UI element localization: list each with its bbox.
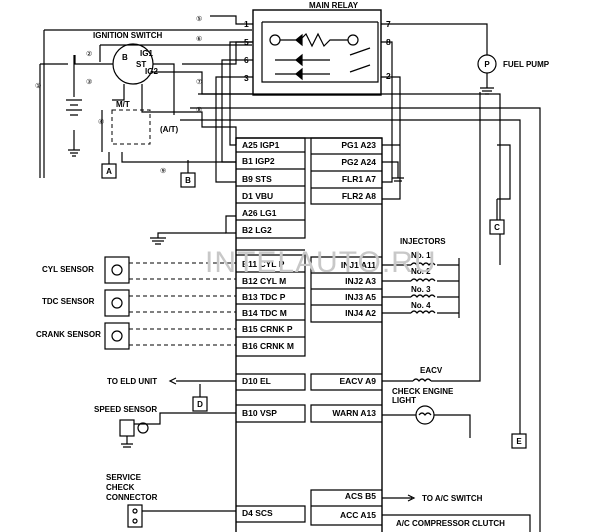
connector-refs: A B C D E <box>101 163 527 449</box>
pin-a25-igp1: A25 IGP1 <box>242 140 280 150</box>
fuel-pump-p: P <box>484 60 490 69</box>
connector-ref-a: A <box>106 167 112 176</box>
check-engine-label-1: CHECK ENGINE <box>392 387 454 396</box>
pin-b12-cyl-m: B12 CYL M <box>242 276 286 286</box>
pin-b2-lg2: B2 LG2 <box>242 225 272 235</box>
pin-inj4-a2: INJ4 A2 <box>345 308 376 318</box>
pin-inj2-a3: INJ2 A3 <box>345 276 376 286</box>
wire-number-4: ④ <box>98 118 104 126</box>
wire-number-8: ⑧ <box>196 106 202 114</box>
wire-number-3: ③ <box>86 78 92 86</box>
mt-at-switch-box <box>111 109 151 145</box>
fuel-pump: P FUEL PUMP <box>381 23 550 95</box>
eld-wiring <box>168 377 236 385</box>
pickup-sensors <box>104 256 130 350</box>
pin-pg1-a23: PG1 A23 <box>341 140 376 150</box>
switch-ig1: IG1 <box>140 49 153 58</box>
ignition-switch-label: IGNITION SWITCH <box>93 31 163 40</box>
connector-ref-d: D <box>197 400 203 409</box>
switch-st: ST <box>136 60 146 69</box>
pin-d1-vbu: D1 VBU <box>242 191 273 201</box>
pin-eacv-a9: EACV A9 <box>339 376 376 386</box>
wire-number-9: ⑨ <box>160 167 166 175</box>
relay-pin-2: 2 <box>386 71 391 81</box>
pin-b9-sts: B9 STS <box>242 174 272 184</box>
ecu-body <box>235 137 383 532</box>
check-engine-light <box>382 405 471 438</box>
connector-ref-c: C <box>494 223 500 232</box>
ac-clutch-label: A/C COMPRESSOR CLUTCH <box>396 519 505 528</box>
to-eld-label: TO ELD UNIT <box>107 377 157 386</box>
wire-numbers: ① ② ③ ④ ⑤ ⑥ ⑦ ⑧ ⑨ <box>35 15 202 175</box>
ecu-left-pin-boxes <box>236 137 306 523</box>
injector-no-1: No. 1 <box>411 251 431 260</box>
injector-no-2: No. 2 <box>411 267 431 276</box>
pin-b16-crnk-m: B16 CRNK M <box>242 341 294 351</box>
wire-number-6: ⑥ <box>196 35 202 43</box>
connector-ref-e: E <box>516 437 522 446</box>
check-engine-label-2: LIGHT <box>392 396 416 405</box>
pin-b1-igp2: B1 IGP2 <box>242 156 275 166</box>
pin-d4-scs: D4 SCS <box>242 508 273 518</box>
logic-ground <box>150 215 236 245</box>
connector-leads <box>108 144 511 397</box>
service-connector-label-3: CONNECTOR <box>106 493 158 502</box>
pin-b10-vsp: B10 VSP <box>242 408 277 418</box>
main-relay-internals <box>261 21 379 83</box>
to-ac-switch-label: TO A/C SWITCH <box>422 494 483 503</box>
ecu-right-pins: PG1 A23 PG2 A24 FLR1 A7 FLR2 A8 INJ1 A11… <box>332 140 376 520</box>
main-relay-label: MAIN RELAY <box>309 1 359 10</box>
pin-inj1-a11: INJ1 A11 <box>341 260 376 270</box>
speed-sensor <box>119 412 236 448</box>
relay-pin-3: 3 <box>244 73 249 83</box>
service-check-connector <box>127 504 236 528</box>
cyl-sensor-label: CYL SENSOR <box>42 265 94 274</box>
watermark: INTELAUTO.RU <box>205 246 436 279</box>
injector-no-3: No. 3 <box>411 285 431 294</box>
ecu-left-pins: A25 IGP1 B1 IGP2 B9 STS D1 VBU A26 LG1 B… <box>242 140 294 518</box>
pin-b13-tdc-p: B13 TDC P <box>242 292 286 302</box>
speed-sensor-label: SPEED SENSOR <box>94 405 157 414</box>
pin-b14-tdc-m: B14 TDC M <box>242 308 287 318</box>
service-connector-label-2: CHECK <box>106 483 135 492</box>
pin-b15-crnk-p: B15 CRNK P <box>242 324 293 334</box>
wire-number-7: ⑦ <box>196 78 202 86</box>
wire-number-5: ⑤ <box>196 15 202 23</box>
injectors-label: INJECTORS <box>400 237 446 246</box>
shielded-sensor-wires <box>129 262 236 346</box>
tdc-sensor-label: TDC SENSOR <box>42 297 95 306</box>
pin-warn-a13: WARN A13 <box>332 408 376 418</box>
eacv-wiring <box>382 92 481 382</box>
mt-label: M/T <box>116 100 130 109</box>
injector-no-4: No. 4 <box>411 301 431 310</box>
pin-d10-el: D10 EL <box>242 376 271 386</box>
wire-number-1: ① <box>35 82 41 90</box>
pin-inj3-a5: INJ3 A5 <box>345 292 376 302</box>
at-label: (A/T) <box>160 125 179 134</box>
service-connector-label-1: SERVICE <box>106 473 142 482</box>
relay-ecu-wiring <box>180 15 541 532</box>
ac-wiring <box>382 494 531 532</box>
switch-ig2: IG2 <box>145 67 158 76</box>
pin-acs-b5: ACS B5 <box>345 491 376 501</box>
crank-sensor-label: CRANK SENSOR <box>36 330 101 339</box>
main-relay-box <box>252 9 382 96</box>
pin-acc-a15: ACC A15 <box>340 510 376 520</box>
injector-wiring <box>382 258 460 318</box>
pin-pg2-a24: PG2 A24 <box>341 157 376 167</box>
pin-flr1-a7: FLR1 A7 <box>342 174 376 184</box>
pin-flr2-a8: FLR2 A8 <box>342 191 376 201</box>
pin-b11-cyl-p: B11 CYL P <box>242 259 285 269</box>
wire-number-2: ② <box>86 50 92 58</box>
ignition-switch: B IG1 ST IG2 <box>112 43 158 85</box>
fuel-pump-label: FUEL PUMP <box>503 60 550 69</box>
injector-labels: No. 1 No. 2 No. 3 No. 4 <box>411 251 431 310</box>
switch-b: B <box>122 53 128 62</box>
ecu-right-pin-boxes <box>310 137 382 526</box>
eacv-label: EACV <box>420 366 443 375</box>
pin-a26-lg1: A26 LG1 <box>242 208 277 218</box>
connector-ref-b: B <box>185 176 191 185</box>
